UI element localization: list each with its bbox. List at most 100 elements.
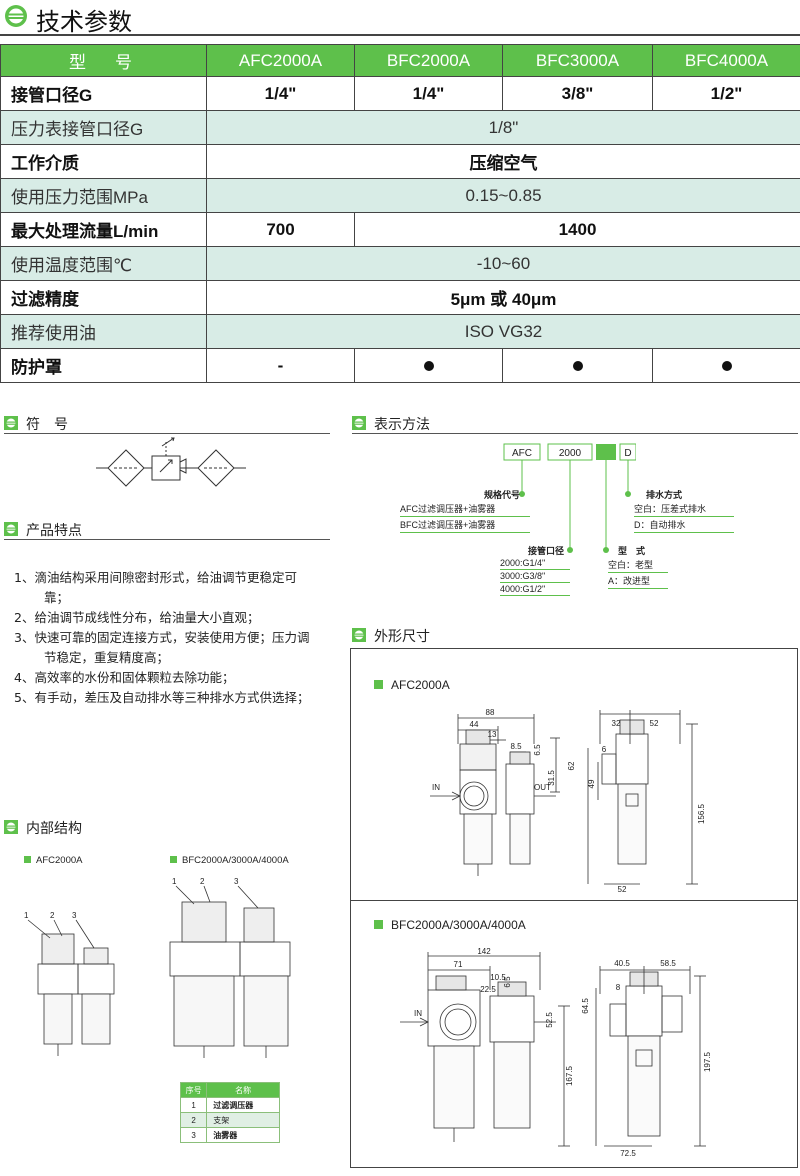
parts-cell: 支架 — [206, 1112, 280, 1128]
legend-option: 空白：压差式排水 — [634, 501, 734, 517]
cell: 0.15~0.85 — [206, 178, 800, 213]
parts-row: 1 过滤调压器 — [179, 1097, 280, 1113]
section-icon — [4, 416, 18, 430]
legend-option: AFC过滤调压器+油雾器 — [400, 501, 530, 517]
dim-label: 6.5 — [503, 976, 512, 988]
code-box-text: AFC — [512, 448, 532, 459]
row-label: 推荐使用油 — [0, 314, 207, 349]
cell: 1400 — [354, 212, 800, 247]
cell: 压缩空气 — [206, 144, 800, 179]
dim-label: 8.5 — [510, 742, 522, 751]
internal-label-bfc: BFC2000A/3000A/4000A — [170, 855, 289, 866]
section-internal: 内部结构 — [4, 818, 330, 838]
dot-icon — [721, 360, 732, 371]
dot-icon — [572, 360, 583, 371]
symbol-diagram — [96, 437, 246, 487]
row-label: 过滤精度 — [0, 280, 207, 315]
model-bfc4000a: BFC4000A — [652, 44, 800, 77]
section-features: 产品特点 — [4, 520, 330, 540]
cell: 1/2" — [652, 76, 800, 111]
row-label: 工作介质 — [0, 144, 207, 179]
green-square-icon — [374, 920, 383, 929]
dim-label: 167.5 — [565, 1065, 574, 1086]
legend-title: 型 式 — [618, 546, 646, 556]
logo-icon — [5, 5, 27, 27]
cell: 1/4" — [206, 76, 355, 111]
code-box: AFC — [503, 443, 541, 461]
header-rule — [0, 34, 800, 36]
green-square-icon — [170, 856, 177, 863]
section-icon — [4, 820, 18, 834]
section-title: 外形尺寸 — [374, 629, 430, 645]
section-title: 符 号 — [26, 417, 68, 433]
bfc-dimension-labels: 142 71 10.5 22.5 6.5 52.5 IN 167.5 40.5 … — [414, 947, 712, 1158]
page-header: 技术参数 — [0, 0, 800, 36]
parts-head-cell: 序号 — [179, 1082, 208, 1098]
section-notation: 表示方法 — [352, 414, 798, 434]
dim-label: 64.5 — [581, 998, 590, 1014]
section-rule — [4, 433, 330, 434]
filter-row: 过滤精度 5μm 或 40μm — [0, 280, 800, 315]
outline-divider — [350, 900, 798, 901]
drain-legend: 排水方式 空白：压差式排水 D：自动排水 — [634, 488, 734, 533]
feature-item: 4、高效率的水份和固体颗粒去除功能； — [14, 670, 235, 685]
green-square-icon — [374, 680, 383, 689]
callout-label: 1 — [24, 911, 29, 920]
callout-label: 1 — [172, 877, 177, 886]
dim-label: 8 — [616, 983, 621, 992]
dim-label: 49 — [587, 779, 596, 788]
callout-label: 2 — [50, 911, 55, 920]
cell: -10~60 — [206, 246, 800, 281]
dim-label: 52.5 — [545, 1012, 554, 1028]
outline-frame — [350, 648, 798, 1168]
page-title: 技术参数 — [36, 8, 132, 36]
cell: 3/8" — [502, 76, 653, 111]
parts-row: 3 油雾器 — [179, 1127, 280, 1143]
callout-label: 2 — [200, 877, 205, 886]
callout-label: 3 — [234, 877, 239, 886]
section-outline: 外形尺寸 — [352, 626, 798, 646]
row-label: 接管口径G — [0, 76, 207, 111]
section-rule — [352, 433, 798, 434]
port-row: 接管口径G 1/4" 1/4" 3/8" 1/2" — [0, 76, 800, 111]
legend-title: 规格代号 — [483, 490, 520, 500]
dim-label: 40.5 — [614, 959, 630, 968]
code-box: 2000 — [547, 443, 593, 461]
model-bfc3000a: BFC3000A — [502, 44, 653, 77]
afc-dimension-labels: 88 44 13 8.5 6.5 31.5 62 IN OUT 32 52 6 … — [432, 708, 706, 894]
afc-outline-drawing: 88 44 13 8.5 6.5 31.5 62 IN OUT 32 52 6 … — [430, 708, 706, 894]
parts-head-cell: 名称 — [206, 1082, 280, 1098]
code-box: D — [619, 443, 636, 461]
type-legend: 型 式 空白：老型 A：改进型 — [608, 544, 668, 589]
legend-option: 4000:G1/2" — [500, 583, 570, 596]
spec-code-legend: 规格代号 AFC过滤调压器+油雾器 BFC过滤调压器+油雾器 — [400, 488, 530, 533]
code-box-text: D — [624, 448, 631, 459]
row-label: 使用压力范围MPa — [0, 178, 207, 213]
code-box-text: 2000 — [559, 448, 582, 459]
legend-option: A：改进型 — [608, 573, 668, 589]
green-square-icon — [24, 856, 31, 863]
dim-label: 52 — [650, 719, 659, 728]
section-symbol: 符 号 — [4, 414, 330, 434]
cell — [502, 348, 653, 383]
callout-label: 3 — [72, 911, 77, 920]
parts-row: 2 支架 — [179, 1112, 280, 1128]
parts-cell: 3 — [179, 1127, 208, 1143]
features-list: 1、滴油结构采用间隙密封形式，给油调节更稳定可靠； 2、给油调节成线性分布，给油… — [14, 568, 314, 708]
cell: 1/4" — [354, 76, 503, 111]
dim-label: 72.5 — [620, 1149, 636, 1158]
legend-option: 2000:G1/4" — [500, 557, 570, 570]
flow-row: 最大处理流量L/min 700 1400 — [0, 212, 800, 247]
code-box — [596, 444, 616, 460]
row-label: 压力表接管口径G — [0, 110, 207, 145]
bfc-outline-drawing: 142 71 10.5 22.5 6.5 52.5 IN 167.5 40.5 … — [400, 947, 712, 1158]
model-bfc2000a: BFC2000A — [354, 44, 503, 77]
internal-label-afc: AFC2000A — [24, 855, 82, 866]
legend-option: 空白：老型 — [608, 557, 668, 573]
dim-label: 10.5 — [490, 973, 506, 982]
parts-cell: 1 — [179, 1097, 208, 1113]
dim-label: 58.5 — [660, 959, 676, 968]
parts-cell: 油雾器 — [206, 1127, 280, 1143]
section-icon — [4, 522, 18, 536]
legend-title: 排水方式 — [646, 490, 683, 500]
